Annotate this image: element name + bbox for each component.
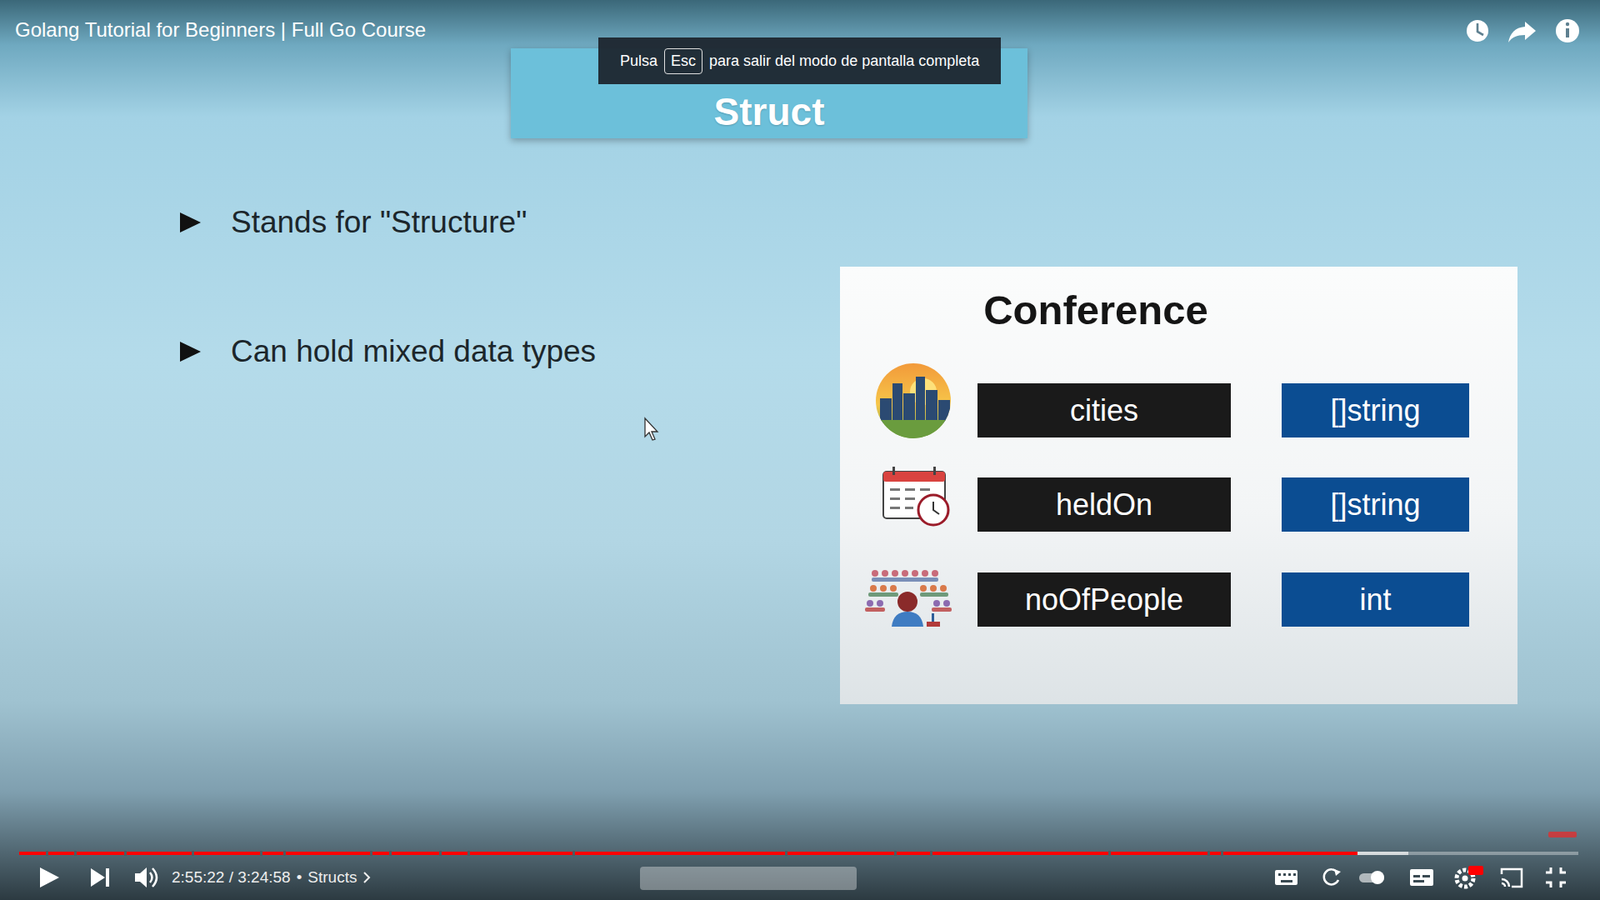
keyboard-icon: [1275, 870, 1298, 885]
audience-icon: [865, 570, 952, 627]
field-box: int: [1281, 572, 1470, 627]
replay-icon: [1324, 869, 1341, 885]
cast-icon: [1501, 869, 1522, 887]
panel-heading: Conference: [923, 286, 1269, 334]
share-icon: [1508, 21, 1536, 43]
autoplay-toggle: [1359, 870, 1385, 885]
label-holder: Golang Tutorial for Beginners | Full Go …: [15, 18, 426, 42]
label-holder: Can hold mixed data types: [230, 333, 596, 370]
watch-later-icon: [1466, 20, 1489, 42]
video-title: Golang Tutorial for Beginners | Full Go …: [15, 18, 426, 42]
conference-panel: Conference cities []string heldOn []string no…: [840, 266, 1518, 705]
mouse-cursor: [645, 418, 658, 440]
chapter-chevron: [362, 870, 371, 885]
field-box: []string: [1281, 477, 1470, 532]
subtitles-icon: [1410, 869, 1434, 886]
field-name: noOfPeople: [1025, 582, 1184, 618]
time-display: 2:55:22 / 3:24:58: [171, 868, 291, 887]
bullet-triangle: [180, 212, 201, 233]
extension-bar: [640, 866, 857, 890]
next-icon: [90, 868, 110, 887]
watermark-badge: [1548, 831, 1577, 838]
key-cap: Esc: [664, 48, 703, 75]
bullet-text: Can hold mixed data types: [230, 333, 596, 370]
field-name: cities: [1070, 393, 1139, 429]
notice-text: Pulsa: [620, 52, 658, 70]
separator-dot: •: [296, 868, 303, 887]
volume-icon: [135, 867, 157, 888]
city-icon: [873, 363, 957, 445]
field-name: heldOn: [1055, 487, 1153, 523]
field-box: cities: [977, 383, 1231, 438]
label-holder: Stands for "Structure": [230, 204, 527, 241]
time-row: 2:55:22 / 3:24:58 •Structs: [171, 867, 371, 888]
progress-bar: [19, 850, 1579, 856]
slide-title: Struct: [714, 90, 825, 134]
chapter-chevron-path: [364, 872, 370, 883]
field-type: int: [1359, 582, 1391, 618]
bullet-text: Stands for "Structure": [230, 204, 527, 241]
settings-icon: [1456, 865, 1484, 887]
bullet-triangle: [180, 341, 201, 362]
field-box: noOfPeople: [977, 572, 1231, 627]
play-icon: [40, 867, 60, 888]
fullscreen-notice: Pulsa para salir del modo de pantalla com…: [598, 37, 1001, 85]
notice-text: para salir del modo de pantalla completa: [709, 52, 980, 70]
calendar-icon: [883, 466, 949, 525]
exit-fullscreen-icon: [1545, 867, 1566, 888]
key-text: Esc: [670, 52, 696, 70]
chapter-name: Structs: [307, 868, 357, 887]
field-type: []string: [1330, 487, 1420, 523]
field-type: []string: [1330, 393, 1420, 429]
field-box: heldOn: [977, 477, 1231, 532]
info-icon: [1555, 19, 1580, 43]
field-box: []string: [1281, 383, 1470, 438]
